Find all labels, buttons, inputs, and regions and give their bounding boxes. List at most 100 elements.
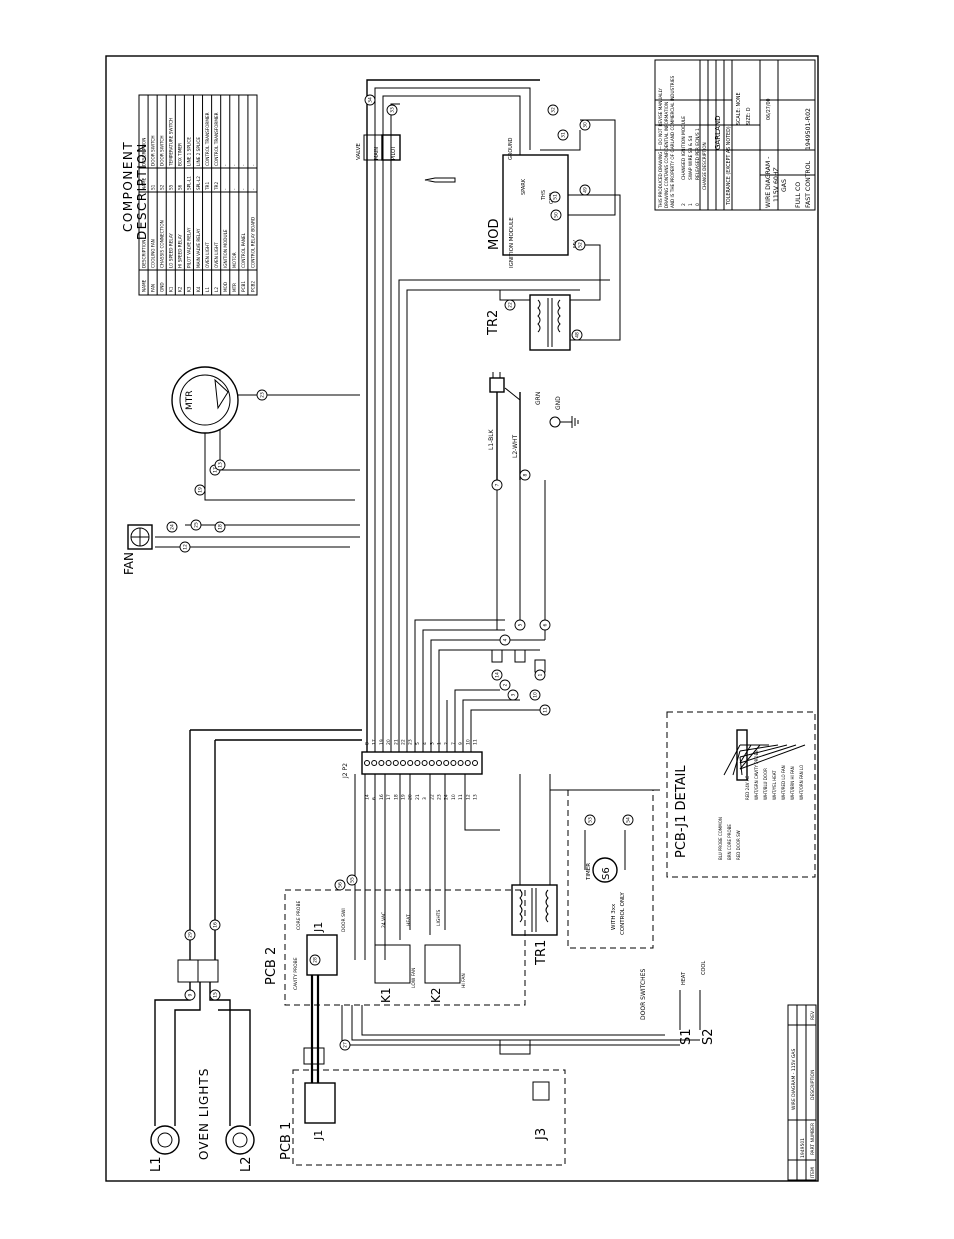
- table-cell: OVEN LIGHT: [205, 242, 210, 268]
- j1-pin-label: RED DOOR SW: [736, 830, 741, 860]
- wire-number-circle: [339, 1039, 351, 1051]
- table-cell: S2: [160, 184, 165, 190]
- wire-number-text: 13: [218, 462, 224, 468]
- terminal-wire-number: 5: [415, 742, 421, 745]
- wire-number-text: 56: [338, 882, 344, 888]
- ignition-module-label: IGNITION MODULE: [509, 217, 515, 268]
- terminal-wire-number: 20: [408, 794, 414, 800]
- mod-label: MOD: [487, 219, 502, 250]
- table-cell: CONTROL RELAY BOARD: [250, 217, 255, 268]
- wire-number-circle: [386, 104, 398, 116]
- wire-number-circle: [214, 521, 226, 533]
- wire-number-circle: [309, 954, 321, 966]
- terminal-pin: [371, 760, 378, 766]
- drawing-number: 1949501-R02: [805, 108, 812, 150]
- wire-number-text: 14: [495, 672, 501, 678]
- wire-number-circle: [184, 929, 196, 941]
- wire-number-circle: [179, 541, 191, 553]
- wire-number-text: 28: [313, 957, 319, 963]
- wire-number-circle: [550, 209, 562, 221]
- fan-component: FAN: [122, 524, 153, 575]
- terminal-wire-number: 22: [429, 794, 435, 800]
- wire-number-circle: [622, 814, 634, 826]
- 24vac-label: 24 VAC: [381, 912, 387, 928]
- table-cell: PCB1: [241, 281, 246, 292]
- wire-number-circle: [209, 989, 221, 1001]
- cavity-probe-label: CAVITY PROBE: [293, 957, 299, 990]
- table-cell: -: [241, 164, 246, 166]
- j1-pin-label: WHT/BRN HI FAN: [790, 766, 795, 800]
- wire-number-text: 31: [561, 132, 567, 138]
- pcb2-label: PCB 2: [264, 947, 279, 985]
- scale-label: SCALE: NONE: [736, 92, 742, 125]
- table-cell: LO SPEED RELAY: [169, 233, 174, 268]
- wire-number-circle: [507, 689, 519, 701]
- j3-label: J3: [534, 1128, 549, 1141]
- wire-number-text: 10: [533, 692, 539, 698]
- table-cell: CONTROL TRANSFORMER: [214, 112, 219, 166]
- svg-text:COMPONENT: COMPONENT: [121, 141, 135, 232]
- wire-number-text: 52: [578, 242, 584, 248]
- table-cell: K3: [187, 286, 192, 292]
- grn-label: GRN: [535, 392, 542, 405]
- wire-number-circle: [214, 459, 226, 471]
- table-cell: CONTROL PANEL: [241, 232, 246, 268]
- ths-terminal-label: THS: [541, 190, 547, 201]
- table-cell: -: [223, 164, 228, 166]
- terminal-wire-number: 21: [393, 739, 399, 745]
- terminal-pin: [436, 760, 442, 766]
- wire-number-text: 32: [551, 107, 557, 113]
- wire-number-text: 3: [511, 693, 517, 696]
- gas-valve: VALVE MAIN PILOT: [356, 134, 456, 183]
- s2-cool-label: COOL: [701, 961, 707, 975]
- wire-number-circle: [539, 619, 551, 631]
- wire-number-text: 34: [368, 97, 374, 103]
- drawing-date: 06/27/00: [766, 98, 772, 120]
- wire-number-circle: [549, 191, 561, 203]
- wire-number-text: 48: [575, 332, 581, 338]
- ribbon-cable: [303, 975, 325, 1083]
- rev-header-description: CHANGE DESCRIPTION: [702, 142, 707, 190]
- pcb1-j1-label: J1: [312, 1130, 325, 1141]
- terminal-wire-number: 11: [473, 739, 479, 745]
- tr1-label: TR1: [534, 940, 549, 966]
- door-switches: DOOR SWITCHES S1 S2 HEAT COOL: [640, 961, 716, 1045]
- tr2-label: TR2: [486, 310, 501, 336]
- table-cell: SPL-L2: [196, 176, 201, 190]
- table-cell: -: [250, 164, 255, 166]
- table-cell: LINE 2 SPLICE: [196, 137, 201, 166]
- wire-number-circle: [529, 689, 541, 701]
- wire-number-text: 23: [260, 392, 266, 398]
- rev-2-description: CHANGED IGNITION MODULE: [681, 116, 687, 180]
- j1-pin-label: BLU PROBE COMMON: [718, 817, 723, 860]
- s2-label: S2: [701, 1028, 716, 1045]
- wire-number-text: 25: [194, 522, 200, 528]
- wire-number-text: 7: [495, 483, 501, 486]
- table-cell: -: [250, 188, 255, 190]
- gnd-label: GND: [555, 396, 562, 410]
- pcb1-label: PCB 1: [279, 1122, 294, 1160]
- ground-label: GROUND: [508, 137, 514, 160]
- rev-1-description: SWAP WIRE S3 & S4: [688, 136, 694, 180]
- terminal-pin: [457, 760, 464, 766]
- spark-label: SPARK: [521, 178, 527, 195]
- table-cell: S5: [169, 184, 174, 190]
- table-cell: S1: [150, 184, 155, 190]
- oven-lights: L1 L2 OVEN LIGHTS: [149, 1055, 255, 1172]
- low-fan-label: LOW FAN: [411, 968, 417, 988]
- wire-number-text: 18: [218, 524, 224, 530]
- terminal-pin: [472, 760, 478, 766]
- table-cell: TR1: [205, 182, 210, 191]
- table-cell: TEMPERATURE SWITCH: [169, 118, 174, 167]
- title-line-2: 115V 60HZ: [773, 167, 780, 202]
- wire-number-text: 1: [538, 673, 544, 676]
- note-line-1: THIS PRODUCED DRAWING — DO NOT REVISE MA…: [658, 88, 663, 209]
- main-label: MAIN: [374, 147, 380, 160]
- table-cell: DOOR SWITCH: [150, 136, 155, 166]
- wire-number-circle: [557, 129, 569, 141]
- terminal-wire-number: 10: [465, 739, 471, 745]
- table-cell: CONTROL TRANSFORMER: [205, 112, 210, 166]
